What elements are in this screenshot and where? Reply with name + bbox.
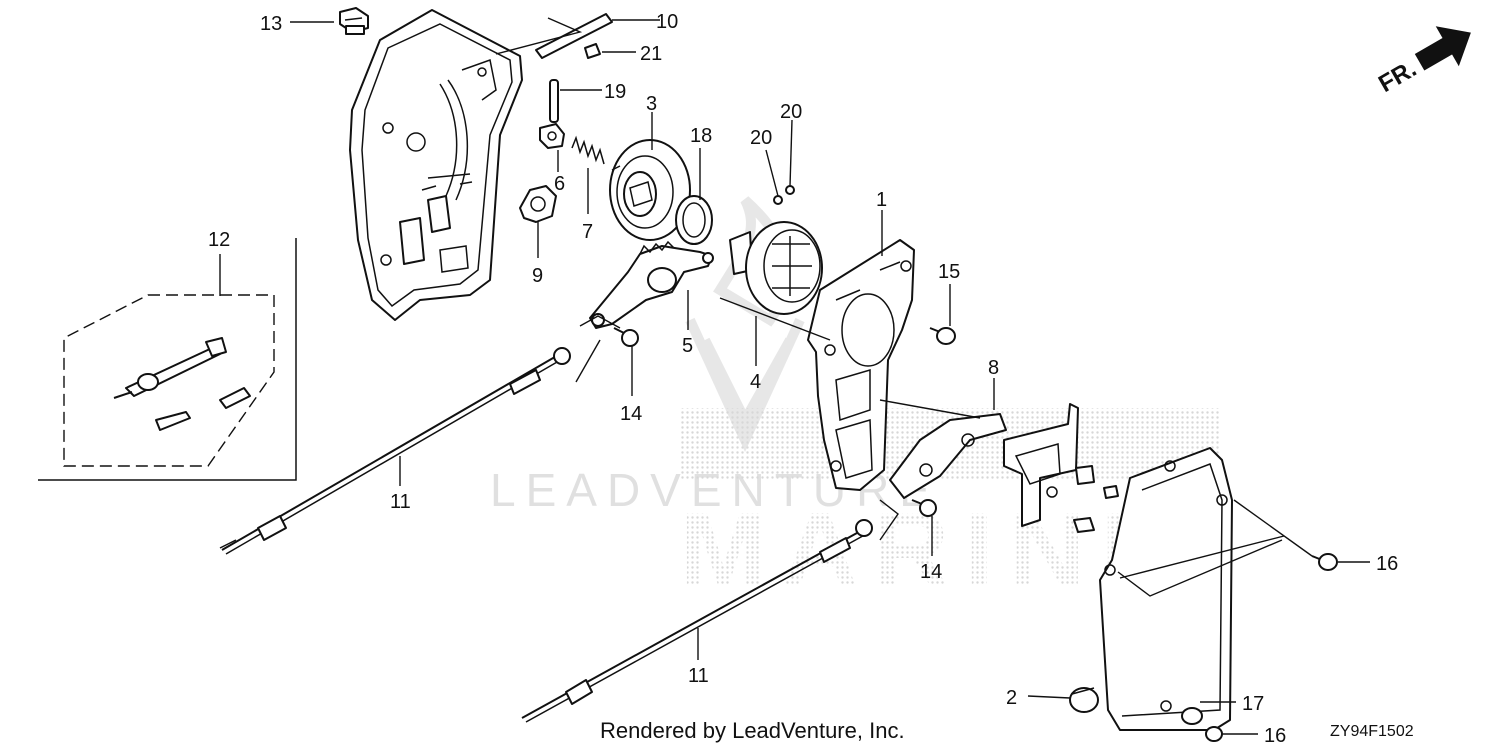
callout-11b: 11	[688, 665, 709, 687]
callout-6: 6	[554, 173, 565, 195]
callout-9: 9	[532, 265, 543, 287]
callout-labels: 13 10 21 19 3 18 20 20 6 7 9 12 1 15 5 4…	[208, 11, 1398, 747]
part-4-gear	[729, 221, 823, 315]
part-1-mounting-plate	[807, 239, 915, 491]
footer-credit: Rendered by LeadVenture, Inc.	[600, 718, 905, 743]
callout-15: 15	[938, 261, 960, 283]
part-7-spring	[571, 135, 605, 165]
callout-21: 21	[640, 43, 662, 65]
part-8-linkage	[889, 403, 1119, 533]
control-box-cover	[349, 9, 523, 321]
callout-1: 1	[876, 189, 887, 211]
leader-lines	[219, 17, 1370, 735]
callout-14a: 14	[620, 403, 642, 425]
part-3-cam	[609, 139, 691, 241]
part-19-pin	[549, 79, 559, 123]
callout-13: 13	[260, 13, 282, 35]
callout-10: 10	[656, 11, 678, 33]
part-10-key	[535, 13, 613, 59]
part-5-shift-lever	[589, 240, 714, 329]
part-14-screw-upper	[613, 327, 639, 347]
callout-20b: 20	[780, 101, 802, 123]
part-6-detent	[539, 123, 565, 149]
part-9-washer	[519, 185, 557, 223]
part-16-screw-lower	[1205, 726, 1223, 742]
callout-19: 19	[604, 81, 626, 103]
callout-7: 7	[582, 221, 593, 243]
callout-17: 17	[1242, 693, 1264, 715]
callout-2: 2	[1006, 687, 1017, 709]
front-label: FR.	[1374, 55, 1421, 98]
diagram-code: ZY94F1502	[1330, 723, 1414, 740]
part-18-circlip	[675, 195, 713, 245]
part-14-screw-lower	[911, 499, 937, 517]
front-direction-arrow: FR.	[1374, 26, 1471, 98]
part-15-screw	[929, 327, 956, 345]
callout-5: 5	[682, 335, 693, 357]
callout-16a: 16	[1376, 553, 1398, 575]
part-20-balls	[773, 185, 795, 205]
callout-12: 12	[208, 229, 230, 251]
callout-3: 3	[646, 93, 657, 115]
arrow-icon	[1414, 26, 1471, 71]
part-2-clip	[1069, 687, 1099, 713]
part-13-nut	[339, 7, 369, 35]
callout-8: 8	[988, 357, 999, 379]
callout-14b: 14	[920, 561, 942, 583]
part-12-kit	[38, 238, 297, 481]
callout-20a: 20	[750, 127, 772, 149]
part-17-washer	[1181, 707, 1203, 725]
part-16-screw-upper	[1311, 553, 1338, 571]
callout-18: 18	[690, 125, 712, 147]
part-11-cable-upper	[219, 347, 571, 555]
callout-16b: 16	[1264, 725, 1286, 747]
part-21-plug	[584, 43, 601, 59]
callout-11a: 11	[390, 491, 411, 513]
part-11-cable-lower	[521, 519, 873, 723]
callout-4: 4	[750, 371, 761, 393]
